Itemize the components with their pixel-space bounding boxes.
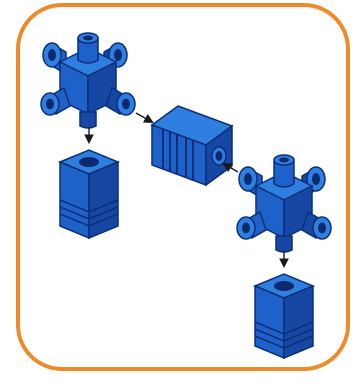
arrow-right-icon [135, 112, 154, 124]
six-way-connector-icon [236, 154, 332, 253]
six-way-connector-icon [40, 32, 136, 129]
square-sleeve-icon [58, 149, 120, 240]
square-sleeve-icon [253, 273, 315, 360]
cube-adapter-icon [150, 105, 234, 187]
arrow-left-icon [222, 162, 239, 173]
